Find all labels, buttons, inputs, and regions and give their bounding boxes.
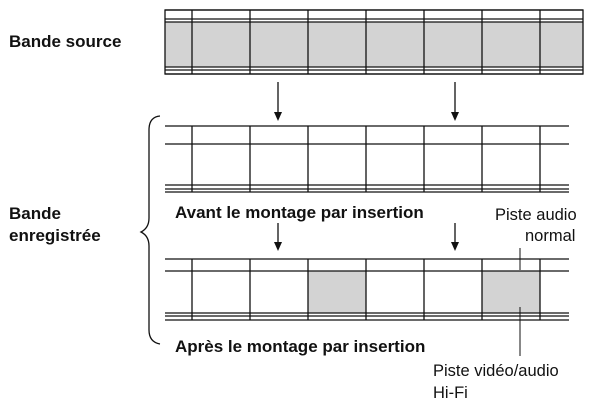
source-frame-1 [192,22,250,67]
source-frame-7 [540,22,583,67]
arrow-down-left [274,82,282,121]
source-frame-outline [164,9,584,75]
before-frame-2 [250,144,308,185]
before-frame-4 [366,144,424,185]
before-frame-5 [424,144,482,185]
normal-audio-label-line1: Piste audio [495,206,577,224]
source-frame-2 [250,22,308,67]
arrow-down-insert-right [451,223,459,251]
after-insert-caption: Après le montage par insertion [175,337,425,356]
arrow-down-insert-left [274,223,282,251]
before-insert-tape-strip [165,125,569,193]
recorded-tape-label-line2: enregistrée [9,226,101,245]
source-frame-3 [308,22,366,67]
before-frame-1 [192,144,250,185]
source-frame-6 [482,22,540,67]
before-frame-3 [308,144,366,185]
source-tape-strip [164,9,584,75]
after-frame-1 [192,271,250,313]
source-tape-label: Bande source [9,32,121,51]
after-frame-5 [424,271,482,313]
after-insert-tape-strip [165,258,569,321]
after-frame-7 [540,271,569,313]
source-frame-5 [424,22,482,67]
recorded-tape-label-line1: Bande [9,204,61,223]
after-frame-4 [366,271,424,313]
arrow-down-right [451,82,459,121]
hifi-label-line2: Hi-Fi [433,384,468,402]
before-frame-7 [540,144,569,185]
after-frame-2 [250,271,308,313]
recorded-tape-brace [139,115,161,345]
source-frame-partial-left [165,22,192,67]
after-frame-3 [308,271,366,313]
after-frame-6 [482,271,540,313]
hifi-label-line1: Piste vidéo/audio [433,362,559,380]
before-frame-6 [482,144,540,185]
normal-audio-label-line2: normal [525,227,575,245]
before-insert-caption: Avant le montage par insertion [175,203,424,222]
source-frame-4 [366,22,424,67]
